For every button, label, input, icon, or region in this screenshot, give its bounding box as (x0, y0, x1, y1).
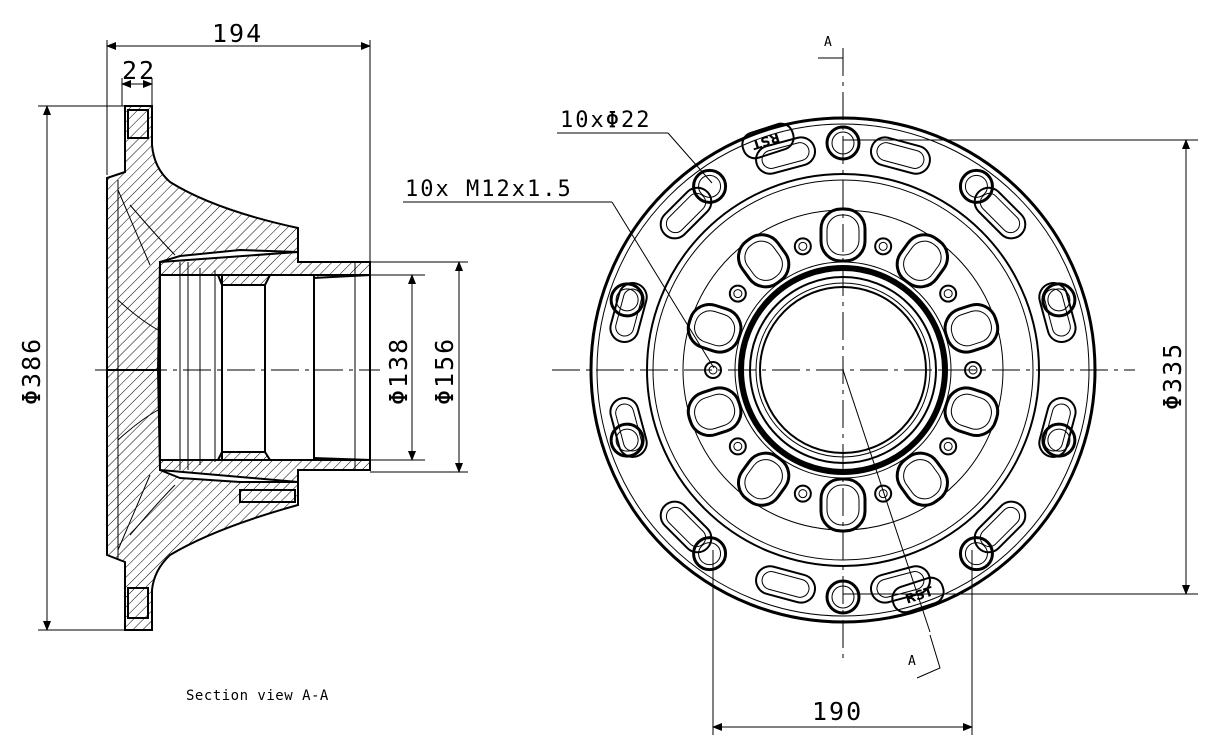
spoke-pocket (686, 386, 743, 437)
bolt-hole (958, 168, 994, 204)
spoke-profile-lower (117, 409, 176, 551)
spoke-pocket-inner (950, 393, 992, 430)
rim-slot (659, 500, 713, 554)
bore-outline (159, 274, 371, 461)
spoke-pocket-inner (903, 240, 942, 281)
section-mark-top: A (824, 35, 832, 50)
thread-hole-inner (878, 241, 888, 251)
thread-hole (728, 437, 747, 456)
bolt-hole (958, 536, 994, 572)
hub-barrel-lower (159, 451, 371, 484)
hub-barrel-upper (159, 250, 371, 286)
thread-hole-inner (943, 289, 953, 299)
spoke-pocket (686, 303, 743, 354)
rim-slot-inner (1044, 403, 1071, 452)
rim-slot-inner (979, 506, 1021, 548)
dim-phi335: Φ335 (1158, 342, 1187, 410)
spoke-pocket (943, 303, 1000, 354)
rim-slot-inner (1044, 288, 1071, 337)
dim-194: 194 (212, 19, 263, 48)
thread-hole-inner (733, 441, 743, 451)
rim-slot-inner (876, 142, 925, 169)
bolt-hole (692, 168, 728, 204)
thread-hole-inner (943, 441, 953, 451)
rim-slot-inner (615, 403, 642, 452)
logo-bottom: RST (891, 576, 945, 614)
thread-hole-inner (733, 289, 743, 299)
spoke-pocket-inner (744, 240, 783, 281)
bolt-hole (609, 422, 645, 458)
thread-hole (728, 284, 747, 303)
thread-hole (939, 437, 958, 456)
bolt-hole-inner (1047, 428, 1071, 452)
spoke-pocket (895, 451, 949, 507)
dim-phi386: Φ386 (17, 337, 46, 405)
spoke-pocket-inner (694, 393, 736, 430)
thread-hole (939, 284, 958, 303)
rim-slot-inner (979, 192, 1021, 234)
bolt-hole-inner (1047, 288, 1071, 312)
rim-slot (973, 500, 1027, 554)
spoke-profile-upper (117, 189, 176, 331)
rim-slot-inner (761, 142, 810, 169)
section-upper-half (106, 105, 299, 371)
rim-slot (870, 136, 931, 175)
bolt-hole-inner (964, 542, 988, 566)
dim-phi138: Φ138 (384, 337, 413, 405)
thread-hole (874, 484, 893, 503)
spoke-pocket-inner (950, 310, 992, 347)
stud-hole-section (239, 489, 296, 503)
section-mark-bottom: A (908, 654, 916, 669)
rim-slot (870, 565, 931, 604)
thread-hole-inner (798, 489, 808, 499)
thread-callout: 10x M12x1.5 (405, 177, 573, 202)
spoke-pocket (895, 233, 949, 289)
thread-hole-inner (798, 241, 808, 251)
bolt-hole (1041, 282, 1077, 318)
section-view: 194 22 Φ386 Φ138 Φ156 Section view A-A (17, 19, 468, 704)
dim-phi156: Φ156 (430, 337, 459, 405)
rim-slot-inner (615, 288, 642, 337)
section-lower-half (106, 369, 299, 631)
spoke-pocket (943, 386, 1000, 437)
hole-callout: 10xΦ22 (560, 108, 651, 133)
bolt-hole-inner (698, 174, 722, 198)
bolt-hole-inner (615, 428, 639, 452)
dim-22: 22 (122, 56, 156, 85)
section-caption: Section view A-A (186, 688, 329, 704)
spoke-pocket-inner (903, 459, 942, 500)
bolt-hole (609, 282, 645, 318)
spoke-pocket-inner (694, 310, 736, 347)
rim-slot (659, 186, 713, 240)
spoke-pocket (737, 451, 791, 507)
bolt-hole-inner (615, 288, 639, 312)
spoke-pocket (737, 233, 791, 289)
bolt-hole (692, 536, 728, 572)
front-view: A A 10xΦ22 10x M12x1.5 Φ335 190 RST RST (403, 35, 1198, 735)
dim-190: 190 (812, 697, 863, 726)
rim-slot (973, 186, 1027, 240)
bolt-hole-inner (964, 174, 988, 198)
thread-hole (793, 237, 812, 256)
rim-slot-inner (876, 571, 925, 598)
rim-slot (755, 565, 816, 604)
rim-slot-inner (761, 571, 810, 598)
thread-hole (793, 484, 812, 503)
thread-hole (874, 237, 893, 256)
rim-slot-inner (665, 192, 707, 234)
spoke-pocket-inner (744, 459, 783, 500)
bolt-hole (1041, 422, 1077, 458)
rim-slot (755, 136, 816, 175)
bolt-hole-inner (698, 542, 722, 566)
rim-slot-inner (665, 506, 707, 548)
